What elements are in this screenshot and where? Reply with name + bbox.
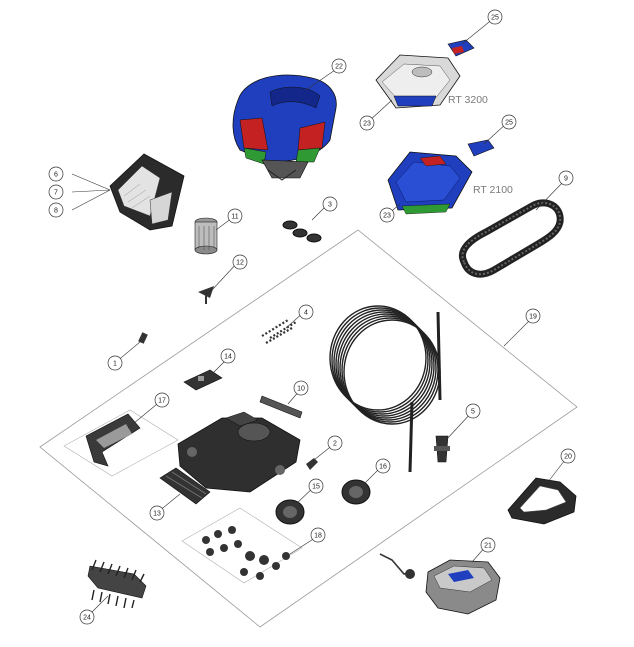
callout-number-25: 25 [505, 119, 513, 126]
callout-number-21: 21 [484, 542, 492, 549]
kit-subbox-18 [181, 507, 303, 584]
model-label-rt2100: RT 2100 [473, 184, 513, 196]
callout-circle-5 [465, 403, 481, 419]
callout-circle-1 [107, 355, 123, 371]
callout-number-14: 14 [224, 353, 232, 360]
kit-boundary [39, 229, 578, 628]
callout-number-10: 10 [297, 385, 305, 392]
callout-number-6: 6 [54, 171, 58, 178]
callout-circles: 25 22 23 25 23 9 6 7 8 11 3 12 19 4 1 14 10 5 17 2 20 16 13 15 1… [48, 9, 576, 625]
callout-number-24: 24 [83, 614, 91, 621]
callout-circle-19 [525, 308, 541, 324]
callout-circle-2 [327, 435, 343, 451]
callouts [71, 17, 569, 617]
callout-number-7: 7 [54, 189, 58, 196]
callout-number-15: 15 [312, 483, 320, 490]
callout-circle-8 [48, 202, 64, 218]
callout-circle-24 [79, 609, 95, 625]
clip-25-top [447, 39, 475, 57]
callout-number-3: 3 [328, 201, 332, 208]
callout-circle-20 [560, 448, 576, 464]
callout-circle-13 [149, 505, 165, 521]
callout-circle-10 [293, 380, 309, 396]
callout-circle-23 [359, 115, 375, 131]
callout-number-1: 1 [113, 360, 117, 367]
callout-number-16: 16 [379, 463, 387, 470]
callout-circle-12 [232, 254, 248, 270]
callout-number-12: 12 [236, 259, 244, 266]
callout-circle-14 [220, 348, 236, 364]
callout-number-25: 25 [491, 14, 499, 21]
callout-circle-9 [558, 170, 574, 186]
chassis [177, 411, 301, 493]
screws-4 [261, 319, 297, 344]
callout-number-19: 19 [529, 313, 537, 320]
callout-number-23: 23 [363, 120, 371, 127]
wheel-15 [275, 499, 305, 525]
callout-circle-11 [227, 208, 243, 224]
callout-circle-4 [298, 304, 314, 320]
callout-circle-16 [375, 458, 391, 474]
handle-20 [507, 477, 577, 525]
callout-circle-3 [322, 196, 338, 212]
callout-circle-22 [331, 58, 347, 74]
callout-number-5: 5 [471, 408, 475, 415]
callout-number-9: 9 [564, 175, 568, 182]
callout-circle-18 [310, 527, 326, 543]
kit-subbox-17 [63, 409, 179, 477]
track-9 [459, 199, 564, 278]
brush-clip-17 [85, 413, 141, 467]
callout-circle-17 [154, 392, 170, 408]
callout-circle-6 [48, 166, 64, 182]
power-supply-21 [379, 553, 501, 615]
swivel-5 [434, 435, 450, 463]
callout-number-4: 4 [304, 309, 308, 316]
robot-body-22 [232, 74, 337, 181]
callout-circle-25 [501, 114, 517, 130]
callout-circle-7 [48, 184, 64, 200]
clip-2 [306, 458, 318, 470]
brush-roller-13 [159, 467, 211, 505]
bracket-14 [183, 369, 223, 391]
callout-number-20: 20 [564, 453, 572, 460]
filter-basket-6-7-8 [109, 153, 185, 231]
model-label-rt3200: RT 3200 [448, 94, 488, 106]
callout-circle-21 [480, 537, 496, 553]
hardware-kit-18 [202, 526, 290, 580]
clip-25-bottom [467, 139, 495, 157]
rail-10 [259, 395, 303, 419]
callout-number-2: 2 [333, 440, 337, 447]
cable-coil-19 [329, 305, 442, 473]
callout-circle-23 [379, 207, 395, 223]
callout-number-17: 17 [158, 397, 166, 404]
callout-number-22: 22 [335, 63, 343, 70]
callout-number-13: 13 [153, 510, 161, 517]
brush-24 [87, 559, 147, 609]
caps-3 [282, 220, 322, 243]
impeller-11 [194, 217, 218, 255]
callout-number-18: 18 [314, 532, 322, 539]
impeller-screw-12 [198, 286, 214, 304]
callout-circle-15 [308, 478, 324, 494]
callout-circle-25 [487, 9, 503, 25]
callout-number-23: 23 [383, 212, 391, 219]
callout-number-11: 11 [231, 213, 238, 220]
pin-1 [138, 332, 148, 344]
cover-rt2100-23 [387, 151, 473, 215]
wheel-16 [341, 479, 371, 505]
callout-number-8: 8 [54, 207, 58, 214]
cover-rt3200-23 [375, 54, 461, 109]
